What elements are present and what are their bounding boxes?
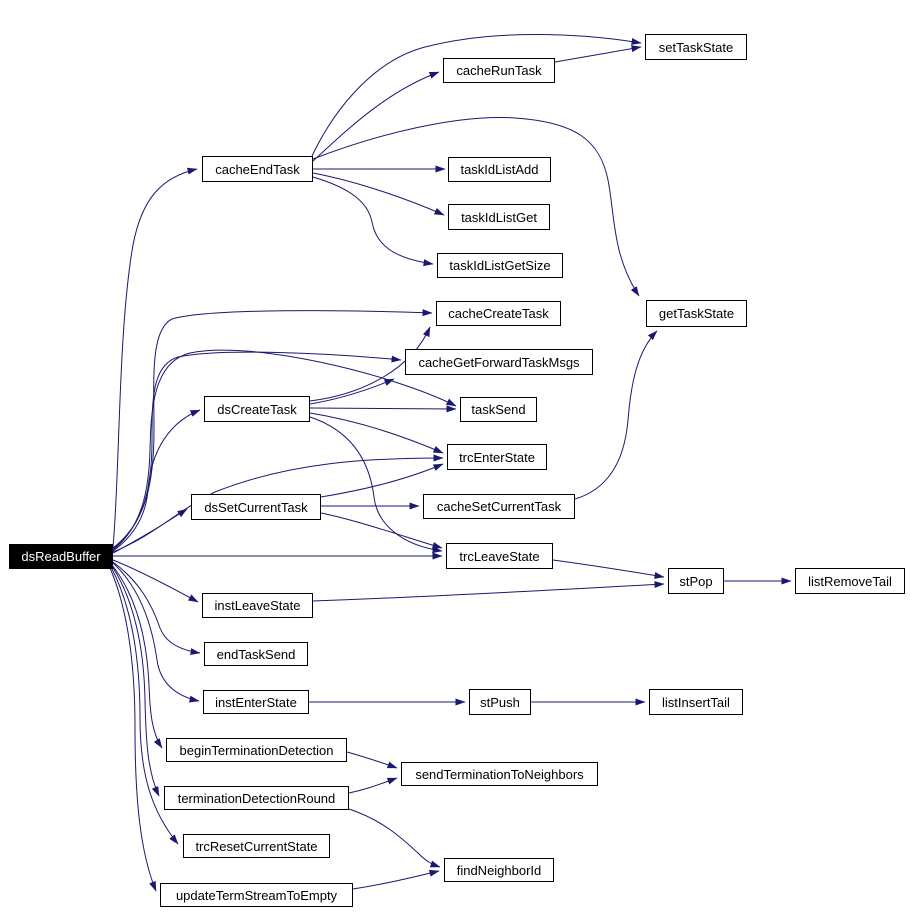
edge-beginTerminationDetection-sendTerminationToNeighbors bbox=[346, 751, 398, 769]
node-listInsertTail[interactable]: listInsertTail bbox=[649, 689, 743, 715]
node-terminationDetectionRound[interactable]: terminationDetectionRound bbox=[164, 786, 349, 810]
node-instLeaveState[interactable]: instLeaveState bbox=[202, 593, 313, 618]
edge-dsSetCurrentTask-trcEnterState bbox=[320, 463, 444, 498]
edge-dsCreateTask-trcLeaveState bbox=[309, 416, 443, 554]
node-findNeighborId[interactable]: findNeighborId bbox=[444, 858, 554, 882]
edge-dsReadBuffer-dsCreateTask bbox=[112, 409, 201, 552]
node-trcResetCurrentState[interactable]: trcResetCurrentState bbox=[183, 834, 330, 858]
edge-dsSetCurrentTask-trcLeaveState bbox=[320, 512, 443, 549]
node-getTaskState[interactable]: getTaskState bbox=[646, 300, 747, 327]
node-cacheSetCurrentTask[interactable]: cacheSetCurrentTask bbox=[423, 494, 575, 519]
edge-updateTermStreamToEmpty-findNeighborId bbox=[352, 869, 440, 890]
edge-dsReadBuffer-instLeaveState bbox=[112, 559, 199, 603]
node-trcLeaveState[interactable]: trcLeaveState bbox=[446, 543, 553, 569]
node-endTaskSend[interactable]: endTaskSend bbox=[204, 642, 308, 666]
edge-cacheEndTask-taskIdListGetSize bbox=[312, 176, 434, 267]
edge-dsReadBuffer-terminationDetectionRound bbox=[111, 565, 160, 797]
node-dsReadBuffer: dsReadBuffer bbox=[9, 544, 113, 569]
node-dsSetCurrentTask[interactable]: dsSetCurrentTask bbox=[191, 494, 321, 520]
edge-instLeaveState-stPop bbox=[312, 581, 665, 602]
edge-cacheEndTask-setTaskState bbox=[311, 34, 642, 157]
edge-dsCreateTask-trcEnterState bbox=[309, 412, 444, 454]
edge-dsReadBuffer-instEnterState bbox=[112, 562, 200, 703]
node-instEnterState[interactable]: instEnterState bbox=[203, 690, 309, 714]
edge-terminationDetectionRound-findNeighborId bbox=[348, 808, 441, 868]
edge-dsCreateTask-cacheGetForwardTaskMsgs bbox=[309, 378, 395, 405]
node-stPush[interactable]: stPush bbox=[469, 689, 531, 715]
edge-dsCreateTask-cacheCreateTask bbox=[309, 326, 431, 402]
node-cacheRunTask[interactable]: cacheRunTask bbox=[443, 58, 555, 83]
node-sendTerminationToNeighbors[interactable]: sendTerminationToNeighbors bbox=[401, 762, 598, 786]
node-cacheEndTask[interactable]: cacheEndTask bbox=[202, 156, 313, 182]
node-taskIdListGetSize[interactable]: taskIdListGetSize bbox=[437, 253, 563, 278]
node-dsCreateTask[interactable]: dsCreateTask bbox=[204, 396, 310, 422]
edge-dsReadBuffer-dsSetCurrentTask bbox=[112, 508, 188, 554]
node-stPop[interactable]: stPop bbox=[668, 568, 724, 594]
edge-cacheEndTask-getTaskState bbox=[312, 117, 640, 297]
edge-dsReadBuffer-taskSend bbox=[112, 349, 457, 551]
node-setTaskState[interactable]: setTaskState bbox=[645, 34, 747, 60]
edge-dsCreateTask-taskSend bbox=[309, 405, 457, 413]
edge-dsReadBuffer-cacheEndTask bbox=[112, 167, 198, 548]
edge-trcLeaveState-stPop bbox=[552, 559, 665, 579]
edge-dsReadBuffer-updateTermStreamToEmpty bbox=[109, 567, 157, 892]
node-beginTerminationDetection[interactable]: beginTerminationDetection bbox=[166, 738, 347, 762]
node-taskSend[interactable]: taskSend bbox=[460, 397, 537, 422]
node-taskIdListAdd[interactable]: taskIdListAdd bbox=[448, 157, 551, 182]
node-updateTermStreamToEmpty[interactable]: updateTermStreamToEmpty bbox=[160, 883, 353, 907]
edge-terminationDetectionRound-sendTerminationToNeighbors bbox=[348, 777, 398, 794]
node-listRemoveTail[interactable]: listRemoveTail bbox=[795, 568, 905, 594]
node-cacheGetForwardTaskMsgs[interactable]: cacheGetForwardTaskMsgs bbox=[405, 349, 593, 375]
edge-dsReadBuffer-cacheGetForwardTaskMsgs bbox=[112, 351, 402, 550]
edge-dsReadBuffer-beginTerminationDetection bbox=[111, 564, 163, 749]
edge-dsReadBuffer-endTaskSend bbox=[112, 561, 201, 656]
node-cacheCreateTask[interactable]: cacheCreateTask bbox=[436, 301, 561, 326]
edge-cacheEndTask-cacheRunTask bbox=[312, 71, 440, 162]
edge-cacheSetCurrentTask-getTaskState bbox=[574, 330, 658, 500]
node-trcEnterState[interactable]: trcEnterState bbox=[447, 444, 547, 470]
edge-cacheEndTask-taskIdListGet bbox=[312, 172, 445, 216]
node-taskIdListGet[interactable]: taskIdListGet bbox=[448, 204, 550, 230]
edge-dsReadBuffer-trcResetCurrentState bbox=[110, 566, 179, 845]
edge-cacheRunTask-setTaskState bbox=[554, 45, 642, 63]
